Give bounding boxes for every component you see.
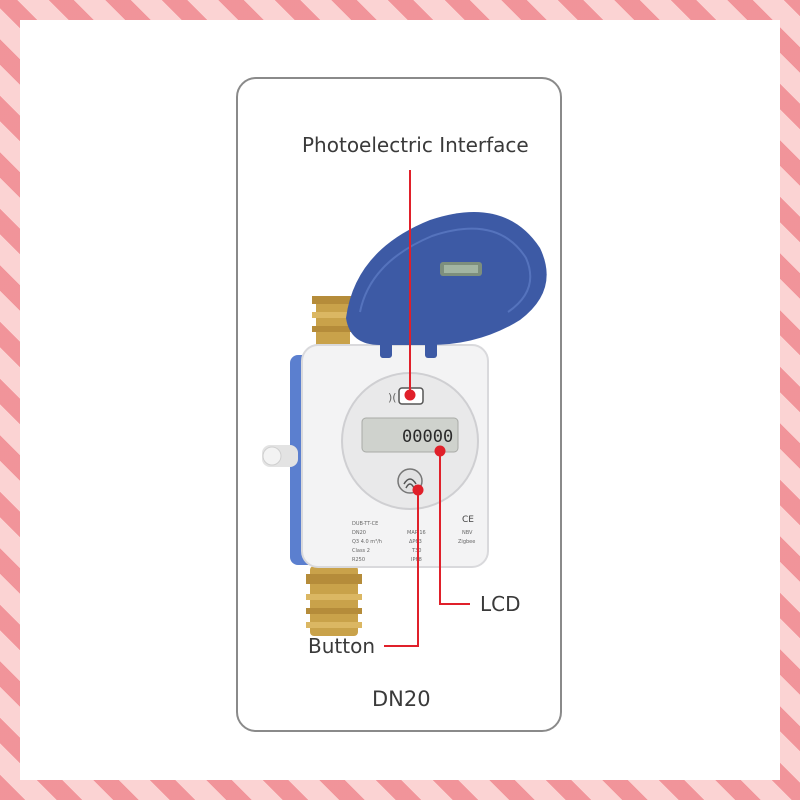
svg-text:Zigbee: Zigbee xyxy=(458,539,475,545)
svg-text:CE: CE xyxy=(462,515,474,525)
label-photoelectric-interface: Photoelectric Interface xyxy=(302,133,529,157)
callout-lines xyxy=(384,170,470,647)
svg-text:NBV: NBV xyxy=(462,530,473,536)
lcd-digits: 00000 xyxy=(402,427,453,447)
svg-text:Class 2: Class 2 xyxy=(352,548,370,554)
label-button: Button xyxy=(308,634,375,658)
svg-text:DUB-TT-CE: DUB-TT-CE xyxy=(352,521,378,527)
top-brass-fitting xyxy=(312,296,354,350)
blue-lid xyxy=(346,211,547,345)
svg-text:MAP 16: MAP 16 xyxy=(407,530,426,536)
svg-text:ΔP63: ΔP63 xyxy=(409,539,422,545)
svg-text:R250: R250 xyxy=(352,557,365,563)
label-model-dn20: DN20 xyxy=(372,687,431,711)
callout-dot-button xyxy=(412,484,424,496)
bottom-brass-fitting xyxy=(306,566,362,636)
svg-text:DN20: DN20 xyxy=(352,530,366,536)
lcd-window xyxy=(361,417,459,453)
svg-text:T30: T30 xyxy=(411,548,421,554)
svg-text:Q3 4.0 m³/h: Q3 4.0 m³/h xyxy=(352,539,382,545)
callout-dot-photoelectric xyxy=(404,389,416,401)
nameplate: DUB-TT-CE DN20 Q3 4.0 m³/h Class 2 R250 … xyxy=(352,515,475,563)
label-lcd: LCD xyxy=(480,592,521,616)
callout-dot-lcd xyxy=(434,445,446,457)
svg-text:IP68: IP68 xyxy=(411,557,422,563)
side-knob xyxy=(262,445,298,467)
svg-text:)(: )( xyxy=(388,391,397,404)
